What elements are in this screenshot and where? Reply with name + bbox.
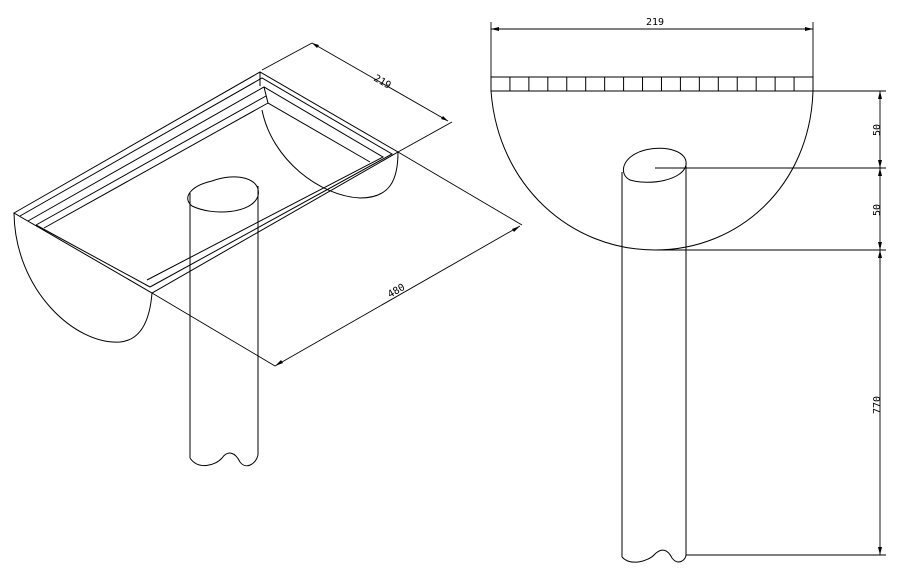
front-view: 219 50 50 770 [490, 17, 886, 563]
front-dim-pole-label: 770 [872, 396, 883, 414]
rim-segments [509, 77, 795, 91]
front-dimension-width: 219 [490, 17, 814, 90]
isometric-view: 219 480 [12, 42, 523, 467]
iso-pole [187, 176, 259, 467]
iso-dim-width-label: 219 [372, 73, 393, 92]
trough-rim [12, 71, 400, 294]
iso-dimension-width: 219 [261, 42, 453, 153]
front-pole [621, 147, 687, 563]
trough-end-caps [13, 109, 399, 343]
front-bowl [490, 90, 814, 251]
front-rim [490, 76, 814, 92]
front-dim-lower-label: 50 [872, 204, 883, 216]
front-dim-width-label: 219 [646, 17, 664, 28]
iso-dim-length-label: 480 [386, 282, 407, 301]
front-dim-upper-label: 50 [872, 124, 883, 136]
